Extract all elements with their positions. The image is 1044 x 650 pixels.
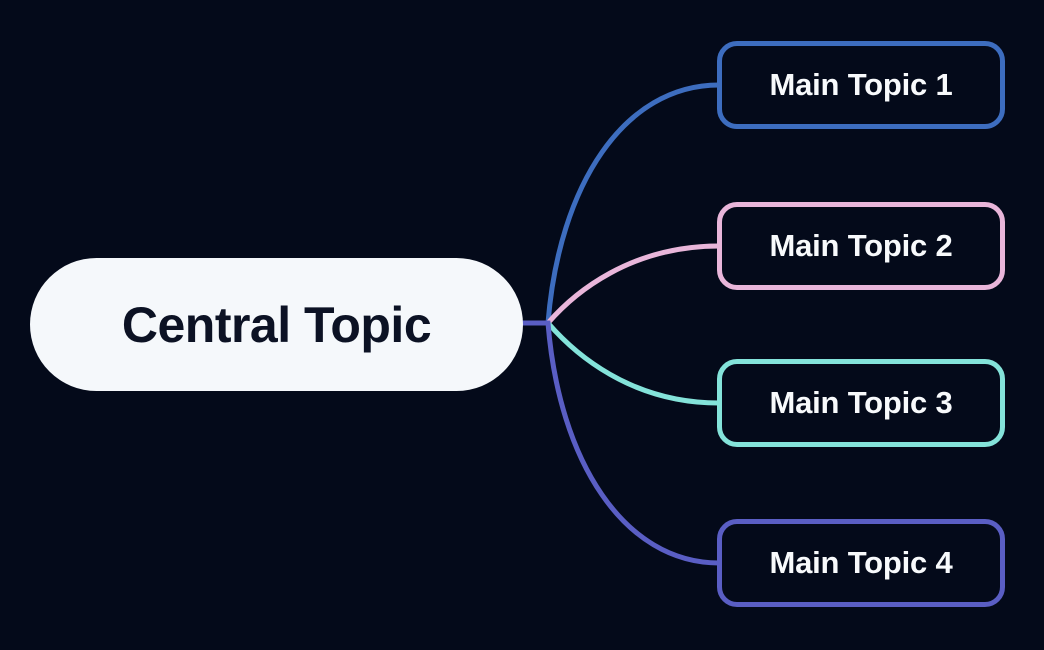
main-topic-3-label: Main Topic 3 xyxy=(769,385,953,420)
main-topic-2-node[interactable]: Main Topic 2 xyxy=(717,202,1005,290)
main-topic-4-label: Main Topic 4 xyxy=(769,545,953,580)
central-topic-node[interactable]: Central Topic xyxy=(30,258,523,391)
main-topic-3-node[interactable]: Main Topic 3 xyxy=(717,359,1005,447)
central-topic-label: Central Topic xyxy=(121,296,432,353)
main-topic-4-node[interactable]: Main Topic 4 xyxy=(717,519,1005,607)
main-topic-2-label: Main Topic 2 xyxy=(769,228,953,263)
main-topic-1-node[interactable]: Main Topic 1 xyxy=(717,41,1005,129)
branch-line-topic-4 xyxy=(519,320,722,566)
branch-line-topic-2 xyxy=(519,243,722,326)
main-topic-1-label: Main Topic 1 xyxy=(769,67,953,102)
branch-line-topic-3 xyxy=(519,320,722,406)
branch-line-topic-1 xyxy=(519,82,722,326)
